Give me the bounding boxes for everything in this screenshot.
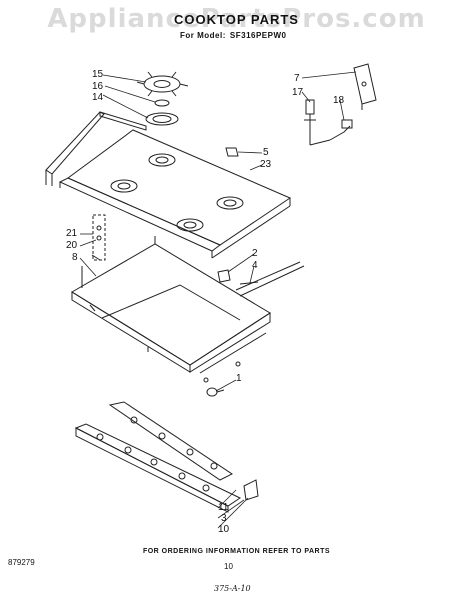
callout-16: 16 [92, 81, 104, 92]
igniter-electrode [304, 99, 331, 146]
side-trim-strips [45, 111, 147, 186]
valve-bracket [353, 63, 377, 110]
spud-bracket [91, 214, 106, 261]
document-number: 879279 [8, 558, 35, 567]
burner-bowl [145, 99, 179, 126]
burner-knob [206, 387, 225, 397]
callout-18: 18 [333, 95, 345, 106]
igniter-wire [329, 119, 353, 141]
leader-lines [79, 71, 357, 529]
callout-4: 4 [252, 260, 258, 271]
cooktop-support-frame [71, 236, 271, 383]
front-manifold-panel [74, 401, 242, 513]
page-number: 10 [224, 562, 233, 571]
callout-17: 17 [292, 87, 304, 98]
callout-1: 1 [236, 373, 242, 384]
model-number: SF316PEPW0 [229, 31, 287, 40]
end-cap [243, 479, 259, 501]
callout-15: 15 [92, 69, 104, 80]
callout-20: 20 [66, 240, 78, 251]
callout-3: 3 [221, 513, 227, 524]
ordering-note: FOR ORDERING INFORMATION REFER TO PARTS [142, 548, 331, 555]
callout-23: 23 [260, 159, 272, 170]
handwritten-note: 375-A-10 [214, 584, 251, 593]
small-bracket [225, 147, 239, 157]
callout-10: 10 [218, 524, 230, 535]
model-line: For Model:SF316PEPW0 [180, 31, 290, 40]
callout-14: 14 [92, 92, 104, 103]
callout-2: 2 [252, 248, 258, 259]
model-label: For Model: [180, 31, 226, 40]
callout-5: 5 [263, 147, 269, 158]
burner-grate [136, 71, 189, 97]
cooktop-main-top [58, 129, 292, 259]
callout-11: 11 [218, 502, 229, 513]
callout-8: 8 [72, 252, 78, 263]
page-title: COOKTOP PARTS [174, 12, 299, 27]
callout-21: 21 [66, 228, 78, 239]
gas-manifold [217, 261, 305, 297]
callout-7: 7 [294, 73, 300, 84]
